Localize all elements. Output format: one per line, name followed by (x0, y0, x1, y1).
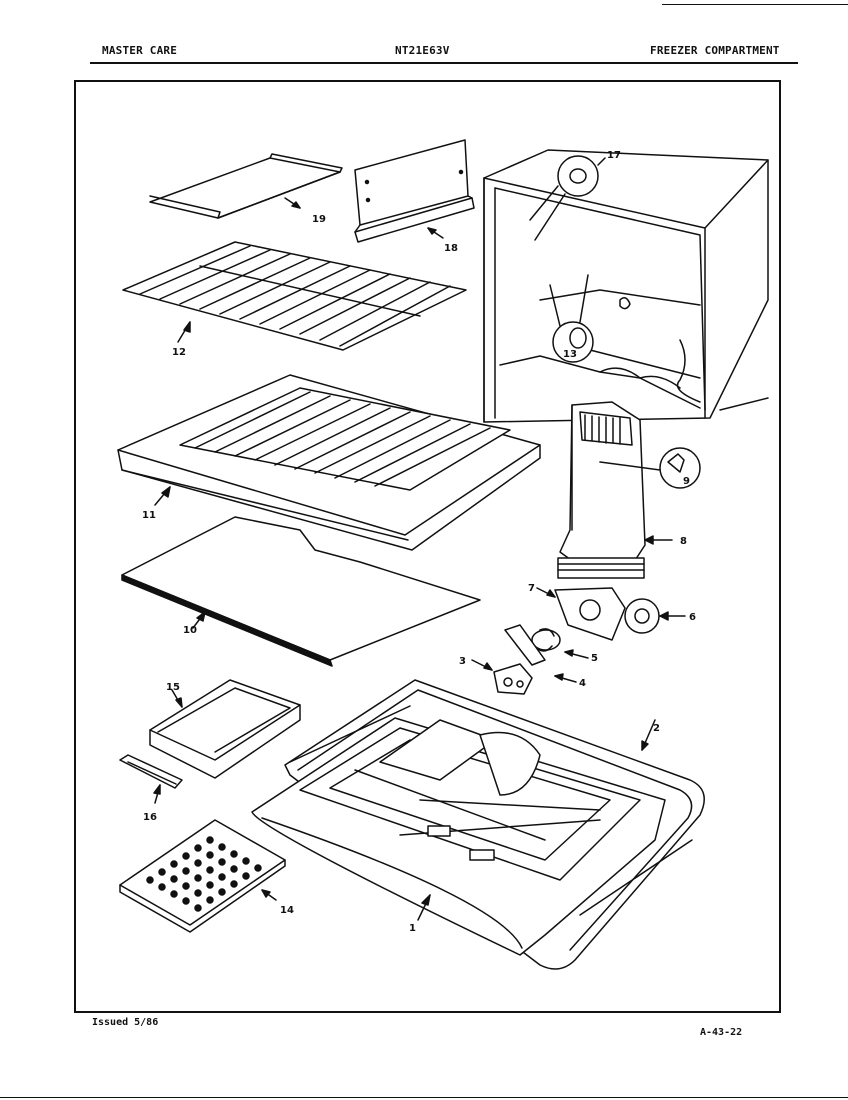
part-11-shelf-cover (117, 374, 541, 551)
part-18-divider (354, 139, 475, 243)
part-6-fan-motor (624, 598, 686, 634)
cabinet-freezer-section (483, 149, 769, 423)
page-code: A-43-22 (700, 1027, 743, 1038)
callout-8: 8 (680, 536, 687, 547)
callout-3: 3 (459, 656, 466, 667)
part-14-ice-tray (119, 819, 286, 933)
part-9-damper-knob (659, 447, 701, 489)
callout-4: 4 (579, 678, 586, 689)
callout-16: 16 (143, 812, 157, 823)
part-1-liner (251, 717, 666, 956)
callout-9: 9 (683, 476, 690, 487)
part-15-ice-bin (149, 679, 301, 779)
part-19-shelf-plate (149, 153, 343, 219)
part-8-air-duct (557, 401, 673, 579)
part-16-bin-handle (119, 754, 183, 804)
part-4-bracket (504, 624, 577, 683)
callout-13: 13 (563, 349, 577, 360)
part-12-wire-shelf (122, 241, 467, 351)
brand-label: MASTER CARE (102, 44, 178, 57)
header-rule (90, 62, 798, 64)
part-7-motor-bracket (536, 587, 626, 641)
callout-7: 7 (528, 583, 535, 594)
top-edge-rule (662, 4, 848, 5)
section-title: FREEZER COMPARTMENT (650, 44, 780, 57)
callout-11: 11 (142, 510, 156, 521)
callout-10: 10 (183, 625, 197, 636)
issued-date: Issued 5/86 (92, 1017, 159, 1028)
bottom-edge-rule (0, 1097, 848, 1098)
part-3-thermostat (471, 659, 533, 695)
part-10-insulation-panel (121, 516, 481, 667)
callout-14: 14 (280, 905, 294, 916)
callout-5: 5 (591, 653, 598, 664)
callout-15: 15 (166, 682, 180, 693)
callout-1: 1 (409, 923, 416, 934)
callout-18: 18 (444, 243, 458, 254)
model-number: NT21E63V (395, 44, 450, 57)
callout-19: 19 (312, 214, 326, 225)
callout-2: 2 (653, 723, 660, 734)
callout-17: 17 (607, 150, 621, 161)
diagram-frame (74, 80, 781, 1013)
callout-12: 12 (172, 347, 186, 358)
callout-6: 6 (689, 612, 696, 623)
